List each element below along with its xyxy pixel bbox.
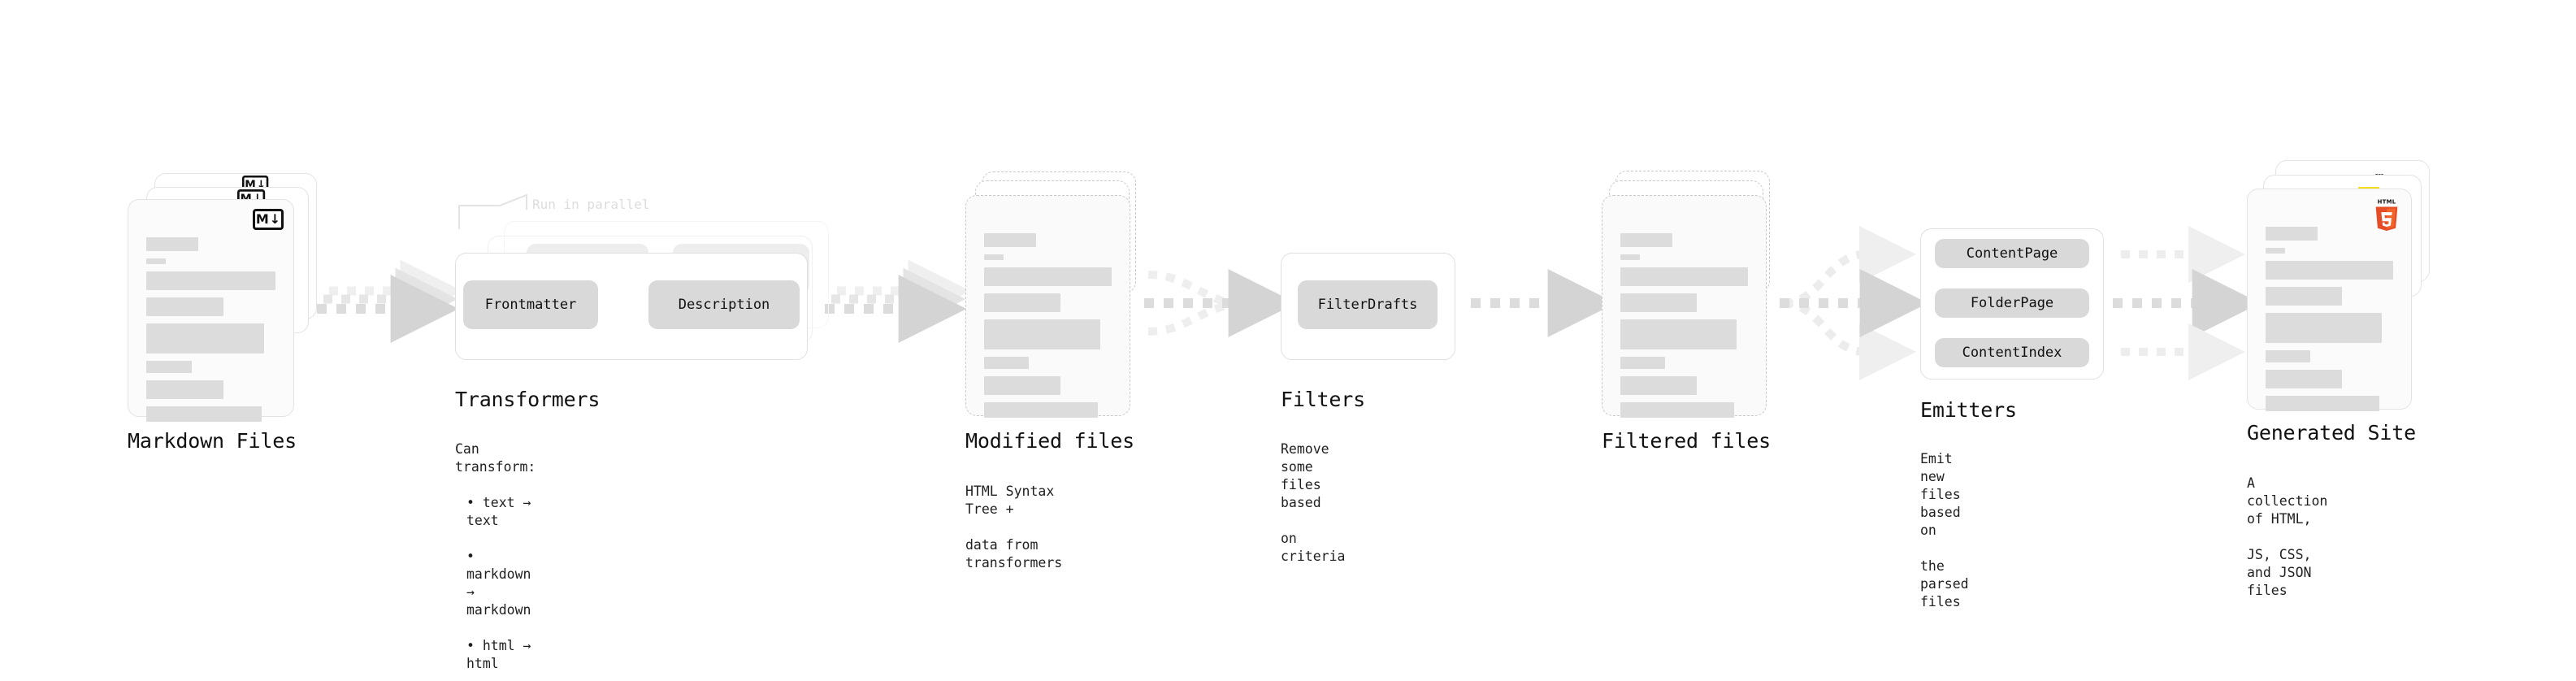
doc-line — [1620, 376, 1698, 395]
doc-line — [1620, 293, 1698, 312]
modified-card-content — [984, 233, 1112, 425]
chip-description[interactable]: Description — [648, 280, 800, 329]
transformers-desc-head: Can transform: — [455, 441, 536, 475]
doc-line — [146, 271, 275, 290]
modified-card-front — [965, 195, 1130, 418]
markdown-card-front: M ↓ — [128, 199, 294, 422]
transformers-bullet-1: • text → text — [466, 495, 531, 528]
transformers-bullet-2: • markdown → markdown — [466, 549, 531, 618]
chip-folderpage[interactable]: FolderPage — [1935, 288, 2089, 318]
arrow-transformers-to-modified — [825, 259, 971, 343]
doc-line — [2266, 248, 2285, 254]
generated-site-description: A collection of HTML, JS, CSS, and JSON … — [2247, 457, 2327, 618]
doc-line — [146, 380, 224, 399]
doc-line — [1620, 233, 1672, 247]
md-badge-front: M ↓ — [253, 209, 284, 230]
doc-line — [984, 293, 1061, 312]
doc-line — [2266, 227, 2318, 241]
doc-line — [1620, 357, 1665, 369]
svg-text:HTML: HTML — [2378, 199, 2396, 206]
filters-desc-1: Remove some files based — [1281, 441, 1329, 510]
filtered-card-content — [1620, 233, 1748, 425]
doc-line — [984, 376, 1061, 395]
arrow-emitters-to-site — [2113, 226, 2261, 380]
site-card-front: HTML — [2247, 189, 2412, 411]
stage-title-emitters: Emitters — [1920, 398, 2017, 422]
generated-site-desc-2: JS, CSS, and JSON files — [2247, 547, 2312, 598]
doc-line — [1620, 254, 1640, 260]
doc-line — [984, 267, 1112, 286]
modified-files-description: HTML Syntax Tree + data from transformer… — [965, 465, 1062, 590]
doc-line — [146, 361, 192, 373]
filters-description: Remove some files based on criteria — [1281, 423, 1345, 583]
md-badge-letter: M — [255, 211, 269, 227]
doc-line — [2266, 370, 2343, 388]
stage-title-generated-site: Generated Site — [2247, 421, 2416, 445]
generated-site-desc-1: A collection of HTML, — [2247, 475, 2328, 527]
run-in-parallel-label: Run in parallel — [532, 197, 650, 212]
emitters-desc-1: Emit new files based on — [1920, 451, 1961, 538]
transformers-description: Can transform: • text → text • markdown … — [455, 423, 536, 681]
doc-line — [984, 254, 1004, 260]
doc-line — [146, 297, 224, 316]
emitters-description: Emit new files based on the parsed files — [1920, 432, 1969, 629]
markdown-card-content — [146, 237, 275, 429]
html5-icon: HTML — [2375, 199, 2398, 232]
chip-frontmatter[interactable]: Frontmatter — [463, 280, 598, 329]
doc-line — [984, 319, 1100, 349]
modified-files-desc-2: data from transformers — [965, 537, 1063, 570]
filters-desc-2: on criteria — [1281, 531, 1346, 564]
doc-line — [146, 323, 264, 354]
modified-files-desc-1: HTML Syntax Tree + — [965, 484, 1055, 517]
stage-title-filters: Filters — [1281, 388, 1365, 411]
transformers-bullet-3: • html → html — [466, 638, 531, 671]
stage-title-markdown-files: Markdown Files — [128, 429, 297, 453]
filtered-card-front — [1602, 195, 1767, 418]
stage-title-transformers: Transformers — [455, 388, 601, 411]
doc-line — [984, 357, 1029, 369]
site-card-content — [2266, 227, 2393, 419]
doc-line — [1620, 402, 1734, 418]
doc-line — [146, 406, 262, 422]
stage-title-filtered-files: Filtered files — [1602, 429, 1771, 453]
doc-line — [146, 237, 198, 251]
emitters-desc-2: the parsed files — [1920, 558, 1969, 609]
chip-contentpage[interactable]: ContentPage — [1935, 239, 2089, 268]
chip-contentindex[interactable]: ContentIndex — [1935, 338, 2089, 367]
doc-line — [984, 402, 1098, 418]
doc-line — [2266, 350, 2310, 362]
doc-line — [146, 258, 166, 264]
md-badge-arrow: ↓ — [269, 211, 281, 227]
doc-line — [984, 233, 1036, 247]
doc-line — [1620, 319, 1737, 349]
chip-filterdrafts[interactable]: FilterDrafts — [1298, 280, 1438, 329]
doc-line — [2266, 396, 2379, 411]
md-badge-arrow: ↓ — [256, 177, 267, 191]
doc-line — [2266, 313, 2382, 343]
stage-title-modified-files: Modified files — [965, 429, 1134, 453]
doc-line — [2266, 261, 2393, 280]
doc-line — [2266, 287, 2343, 306]
arrow-filtered-to-emitters — [1780, 226, 1928, 380]
arrow-markdown-to-transformers — [317, 259, 463, 343]
arrow-modified-to-filters — [1144, 269, 1297, 337]
doc-line — [1620, 267, 1748, 286]
